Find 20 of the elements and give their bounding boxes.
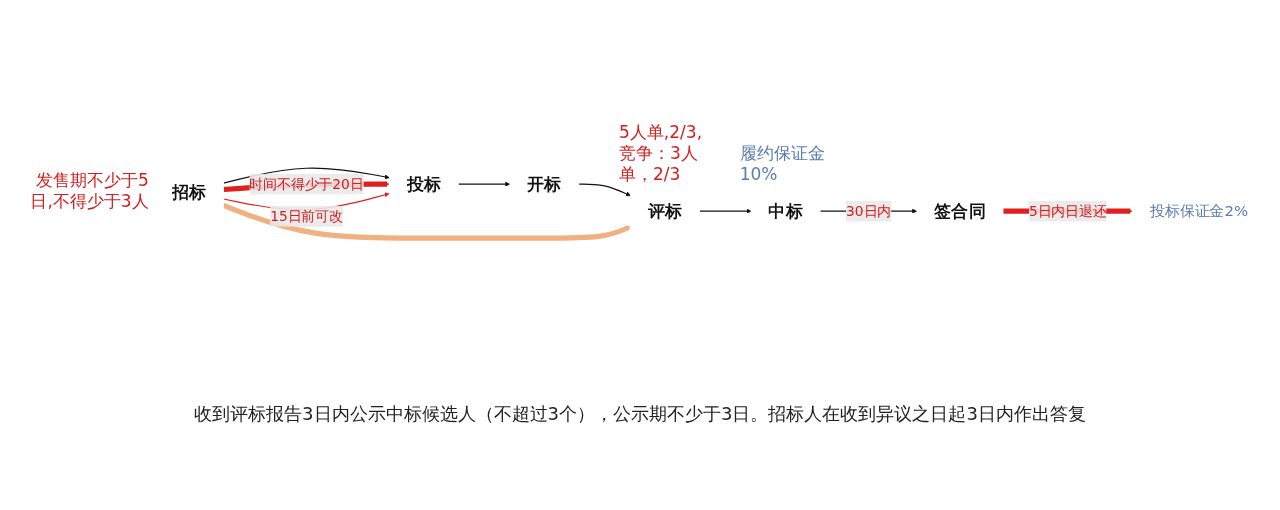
node-text: 中标 — [768, 200, 803, 221]
arrow — [457, 181, 511, 187]
annotation-text: 履约保证金10% — [739, 143, 826, 186]
note-text: 收到评标报告3日内公示中标候选人（不超过3个），公示期不少于3日。招标人在收到异议之日起3日内作出答复 — [193, 402, 1087, 426]
arrow — [578, 183, 631, 196]
arrow — [222, 202, 631, 241]
annotation-text: 5人单,2/3,竞争：3人单，2/3 — [619, 122, 704, 186]
node-text: 投标保证金2% — [1149, 201, 1249, 220]
edge-label: 30日内 — [845, 202, 892, 219]
arrow — [223, 167, 390, 184]
node-text: 签合同 — [934, 200, 986, 221]
node-text: 招标 — [171, 181, 207, 202]
node-text: 投标 — [406, 173, 442, 194]
node-text: 开标 — [527, 173, 562, 194]
edge-label: 15日前可改 — [270, 207, 343, 224]
edge-label: 5日内日退还 — [1028, 202, 1107, 219]
node-text: 评标 — [647, 200, 683, 221]
annotation-text: 发售期不少于5日,不得少于3人 — [29, 170, 149, 213]
edge-label: 时间不得少于20日 — [249, 175, 364, 192]
arrow — [698, 208, 752, 214]
